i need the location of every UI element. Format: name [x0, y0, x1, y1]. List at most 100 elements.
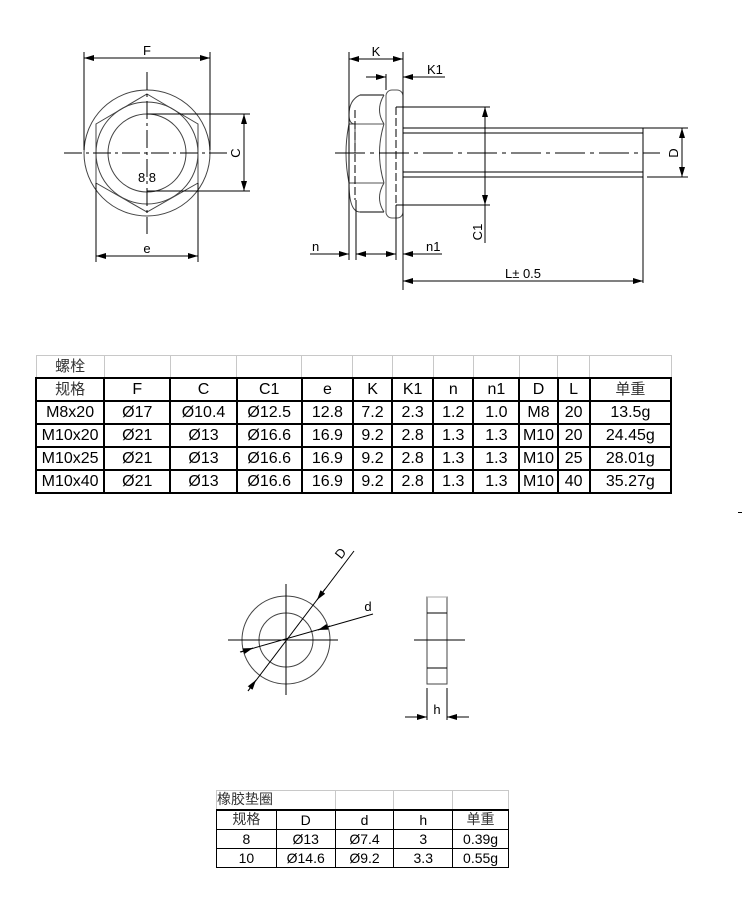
table-cell: 20 [556, 423, 591, 448]
table-cell: 2.3 [391, 400, 435, 425]
table-cell: Ø16.6 [235, 423, 303, 448]
table-cell: 3.3 [393, 848, 454, 868]
table-cell: 16.9 [300, 423, 354, 448]
dim-label-n: n [312, 239, 319, 254]
table-cell: Ø13 [169, 446, 238, 471]
table-cell: Ø21 [103, 469, 172, 494]
dim-label-K1: K1 [427, 62, 443, 77]
table-cell: 1.3 [472, 423, 521, 448]
table-caption: 螺栓 [35, 355, 105, 379]
column-header: D [518, 377, 559, 402]
dim-label-e: e [143, 241, 150, 256]
table-caption-row: 螺栓 [35, 355, 672, 379]
stray-mark [738, 512, 742, 513]
dim-label-F: F [143, 43, 151, 58]
table-cell: 3 [393, 829, 454, 849]
table-cell: M10 [518, 446, 559, 471]
bolt-front-view [64, 52, 250, 262]
table-cell: 9.2 [351, 446, 394, 471]
table-cell: M10 [518, 469, 559, 494]
column-header: n1 [472, 377, 521, 402]
table-cell: Ø16.6 [235, 446, 303, 471]
table-cell: 16.9 [300, 446, 354, 471]
table-cell: M10 [518, 423, 559, 448]
table-cell: M8x20 [34, 400, 106, 425]
bolt-side-view [310, 52, 688, 290]
column-header: n [432, 377, 475, 402]
washer-dim-label-h: h [433, 702, 440, 717]
table-cell: 1.2 [432, 400, 475, 425]
column-header: D [275, 810, 336, 830]
table-cell: M8 [518, 400, 559, 425]
table-cell: Ø10.4 [169, 400, 238, 425]
table-cell: Ø13 [169, 469, 238, 494]
column-header: 单重 [588, 377, 673, 402]
table-cell: 1.3 [472, 446, 521, 471]
table-row: M10x20 Ø21 Ø13 Ø16.6 16.9 9.2 2.8 1.3 1.… [34, 423, 673, 448]
bolt-spec-table: 螺栓 规格 F C C1 e K K1 n n1 D L 单重 M8x20 Ø1… [34, 355, 673, 494]
column-header: K [351, 377, 394, 402]
table-cell: 16.9 [300, 469, 354, 494]
table-cell: M10x40 [34, 469, 106, 494]
table-row: M8x20 Ø17 Ø10.4 Ø12.5 12.8 7.2 2.3 1.2 1… [34, 400, 673, 425]
dim-label-K: K [372, 44, 381, 59]
table-cell: 1.3 [432, 446, 475, 471]
table-cell: 7.2 [351, 400, 394, 425]
table-header-row: 规格 D d h 单重 [216, 810, 509, 830]
dim-label-D: D [666, 148, 681, 157]
table-cell: 10 [216, 848, 277, 868]
column-header: h [393, 810, 454, 830]
column-header: L [556, 377, 591, 402]
table-cell: 9.2 [351, 469, 394, 494]
table-cell: Ø13 [169, 423, 238, 448]
table-cell: Ø14.6 [275, 848, 336, 868]
table-cell: 2.8 [391, 446, 435, 471]
table-cell: Ø17 [103, 400, 172, 425]
table-cell: 1.3 [432, 469, 475, 494]
table-caption-row: 橡胶垫圈 [216, 790, 509, 811]
table-cell: 1.3 [432, 423, 475, 448]
table-cell: 1.3 [472, 469, 521, 494]
table-cell: M10x25 [34, 446, 106, 471]
table-cell: 12.8 [300, 400, 354, 425]
dim-label-C: C [228, 148, 243, 157]
column-header: F [103, 377, 172, 402]
table-cell: Ø9.2 [334, 848, 395, 868]
dim-label-L: L± 0.5 [505, 266, 541, 281]
head-marking: 8 8 [138, 170, 156, 185]
table-cell: 2.8 [391, 423, 435, 448]
table-cell: 0.55g [452, 848, 509, 868]
table-cell: 13.5g [588, 400, 673, 425]
table-cell: 20 [556, 400, 591, 425]
table-cell: 25 [556, 446, 591, 471]
table-row: 10 Ø14.6 Ø9.2 3.3 0.55g [216, 848, 509, 868]
column-header: 规格 [34, 377, 106, 402]
table-cell: Ø12.5 [235, 400, 303, 425]
table-row: 8 Ø13 Ø7.4 3 0.39g [216, 829, 509, 849]
column-header: 单重 [452, 810, 509, 830]
table-cell: 24.45g [588, 423, 673, 448]
washer-spec-table: 橡胶垫圈 规格 D d h 单重 8 Ø13 Ø7.4 3 0.39g 10 Ø… [216, 790, 509, 868]
table-cell: 0.39g [452, 829, 509, 849]
table-header-row: 规格 F C C1 e K K1 n n1 D L 单重 [34, 377, 673, 402]
table-cell: Ø21 [103, 446, 172, 471]
table-cell: M10x20 [34, 423, 106, 448]
washer-side-view [405, 596, 469, 720]
table-caption: 橡胶垫圈 [216, 790, 336, 811]
table-cell: 28.01g [588, 446, 673, 471]
table-row: M10x40 Ø21 Ø13 Ø16.6 16.9 9.2 2.8 1.3 1.… [34, 469, 673, 494]
table-row: M10x25 Ø21 Ø13 Ø16.6 16.9 9.2 2.8 1.3 1.… [34, 446, 673, 471]
dim-label-n1: n1 [426, 239, 440, 254]
dim-label-C1: C1 [470, 224, 485, 241]
column-header: C [169, 377, 238, 402]
table-cell: 40 [556, 469, 591, 494]
column-header: K1 [391, 377, 435, 402]
washer-dim-label-d: d [364, 599, 371, 614]
table-cell: Ø16.6 [235, 469, 303, 494]
column-header: d [334, 810, 395, 830]
table-cell: 1.0 [472, 400, 521, 425]
table-cell: Ø21 [103, 423, 172, 448]
table-cell: 9.2 [351, 423, 394, 448]
column-header: 规格 [216, 810, 277, 830]
